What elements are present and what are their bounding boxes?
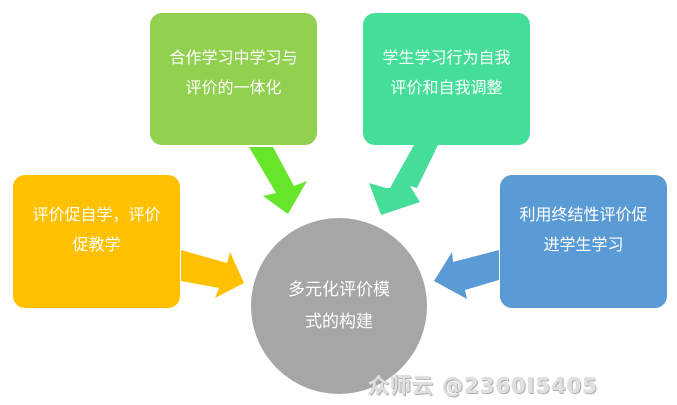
center-label-line2: 式的构建 [305,312,373,332]
node-summative-evaluation: 利用终结性评价促 进学生学习 [500,175,667,308]
center-label-line1: 多元化评价模 [288,280,390,300]
node-label-line1: 合作学习中学习与 [169,48,298,67]
node-label-line1: 学生学习行为自我 [382,48,511,67]
arrow-blue-to-center [434,250,499,299]
arrow-yellow-to-center [181,250,244,298]
node-self-evaluation: 学生学习行为自我 评价和自我调整 [363,13,530,145]
node-label-line2: 促教学 [72,234,121,254]
arrow-green-to-center [249,147,307,214]
node-label-line2: 评价的一体化 [185,78,282,97]
node-cooperative-learning: 合作学习中学习与 评价的一体化 [150,13,317,145]
arrow-teal-to-center [369,145,438,215]
node-label-line2: 评价和自我调整 [390,78,503,97]
watermark: 众师云 @2360I5405 [368,374,599,398]
node-label-line1: 利用终结性评价促 [519,204,648,224]
node-label-line2: 进学生学习 [543,234,624,254]
node-label-line1: 评价促自学，评价 [32,204,161,224]
center-node-circle: 多元化评价模 式的构建 [251,218,427,394]
node-evaluation-promotes-learning: 评价促自学，评价 促教学 [13,175,180,308]
